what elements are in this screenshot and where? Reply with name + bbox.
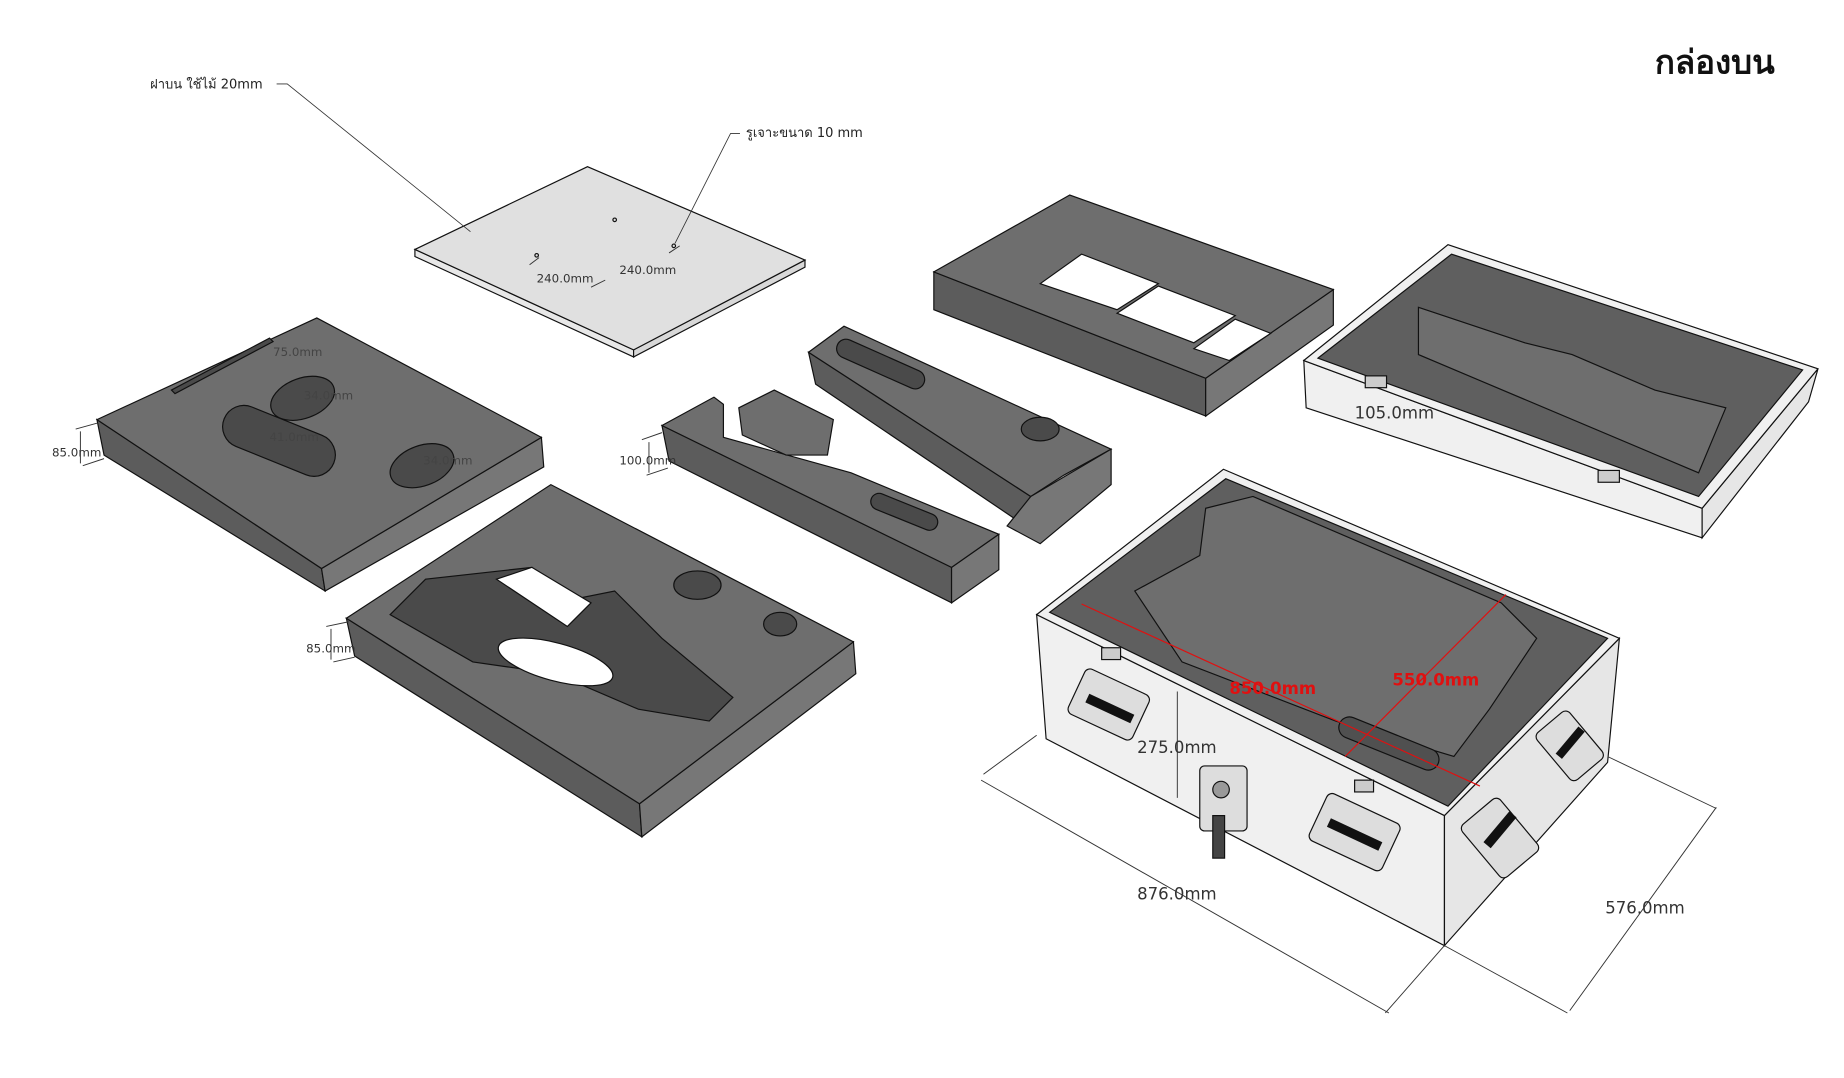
- lid-case: [1302, 244, 1819, 540]
- lock: [1199, 765, 1248, 859]
- handle: [1535, 710, 1604, 782]
- handle: [1067, 668, 1151, 741]
- foam1-hole-c-dim: 34.0mm: [423, 454, 472, 468]
- handle: [1308, 792, 1401, 872]
- foam2-thickness-dim: 85.0mm: [306, 641, 355, 655]
- drill-hole-label: รูเจาะขนาด 10 mm: [746, 126, 863, 141]
- lid-spacing-b: 240.0mm: [619, 263, 676, 277]
- foam1-hole-a-dim: 34.0mm: [304, 389, 353, 403]
- foam1-thickness-dim: 85.0mm: [52, 445, 101, 459]
- lid-panel-label: ฝาบน ใช้ไม้ 20mm: [150, 77, 262, 93]
- lid-panel: [413, 166, 807, 358]
- foam1-hole-b-dim: 41.0mm: [270, 430, 319, 444]
- foam3-thickness-dim: 100.0mm: [619, 454, 676, 468]
- foam1-slot-dim: 75.0mm: [273, 345, 322, 359]
- foam-frame: [932, 194, 1335, 418]
- handle: [1460, 797, 1540, 879]
- foam-block-1: [95, 317, 545, 593]
- inner-length-dim: 850.0mm: [1229, 679, 1316, 698]
- page-title: กล่องบน: [1655, 42, 1775, 81]
- case-height-dim: 275.0mm: [1137, 738, 1217, 757]
- foam-block-3: [660, 325, 1113, 604]
- lid-case-height-dim: 105.0mm: [1355, 403, 1435, 422]
- case-length-dim: 876.0mm: [1137, 885, 1217, 904]
- inner-width-dim: 550.0mm: [1392, 671, 1479, 690]
- case-width-dim: 576.0mm: [1605, 899, 1685, 918]
- main-case: [1035, 468, 1621, 948]
- lid-spacing-a: 240.0mm: [537, 272, 594, 286]
- foam-block-2: [345, 483, 857, 839]
